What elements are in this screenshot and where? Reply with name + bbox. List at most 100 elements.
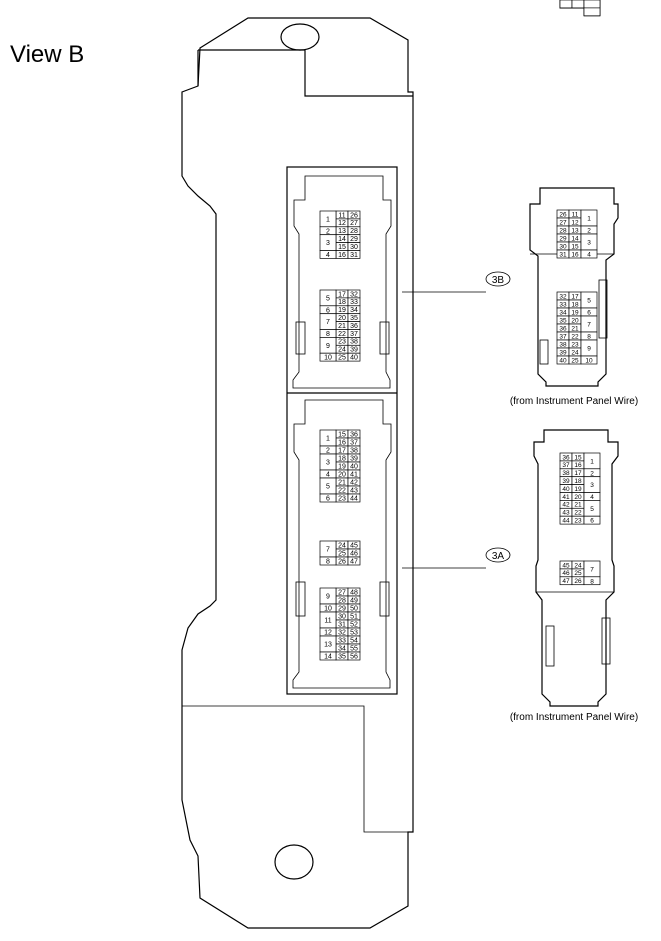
pin-number: 4 xyxy=(587,252,591,259)
pin-number: 5 xyxy=(326,484,330,491)
pin-number: 7 xyxy=(590,566,594,573)
pin-number: 45 xyxy=(562,562,570,569)
pin-cell xyxy=(319,556,337,566)
pin-number: 31 xyxy=(350,252,358,259)
pin-number: 18 xyxy=(574,478,582,485)
pin-number: 28 xyxy=(559,227,567,234)
pin-number: 7 xyxy=(326,319,330,326)
pin-number: 36 xyxy=(562,454,570,461)
pin-number: 22 xyxy=(574,510,582,517)
connector-3b-latch-left xyxy=(295,321,306,355)
pin-number: 1 xyxy=(326,436,330,443)
connector-3b-latch-right xyxy=(379,321,390,355)
pin-number: 5 xyxy=(590,506,594,513)
pin-number: 19 xyxy=(338,307,346,314)
connector-3a-side-latch xyxy=(545,625,555,667)
pin-number: 7 xyxy=(326,547,330,554)
pin-number: 22 xyxy=(338,487,346,494)
pin-number: 32 xyxy=(338,629,346,636)
pin-cell xyxy=(347,556,361,566)
connector-3a-housing xyxy=(292,399,392,689)
pin-number: 8 xyxy=(590,578,594,585)
pin-number: 15 xyxy=(338,244,346,251)
pin-number: 16 xyxy=(338,252,346,259)
pin-number: 13 xyxy=(338,228,346,235)
pin-number: 20 xyxy=(574,494,582,501)
bottom-mounting-hole xyxy=(274,844,314,880)
pin-cell xyxy=(583,515,601,525)
pin-number: 24 xyxy=(574,562,582,569)
pin-cell xyxy=(319,493,337,503)
pin-number: 15 xyxy=(574,454,582,461)
pin-cell xyxy=(347,352,361,362)
pin-number: 40 xyxy=(350,355,358,362)
source-note-3a: (from Instrument Panel Wire) xyxy=(510,712,638,723)
pin-number: 38 xyxy=(559,341,567,348)
pin-number: 4 xyxy=(326,252,330,259)
pin-number: 19 xyxy=(574,486,582,493)
callout-3a-badge xyxy=(485,547,511,563)
pin-number: 22 xyxy=(571,333,579,340)
pin-number: 30 xyxy=(559,243,567,250)
pin-number: 36 xyxy=(350,323,358,330)
pin-number: 23 xyxy=(571,341,579,348)
pin-number: 3 xyxy=(587,240,591,247)
pin-number: 16 xyxy=(338,439,346,446)
pin-number: 7 xyxy=(587,322,591,329)
pin-number: 34 xyxy=(350,307,358,314)
pin-number: 34 xyxy=(338,645,346,652)
pin-number: 29 xyxy=(559,235,567,242)
pin-number: 16 xyxy=(574,462,582,469)
pin-number: 14 xyxy=(588,0,596,2)
pin-number: 38 xyxy=(350,339,358,346)
housing-bottom-panel xyxy=(182,705,408,833)
pin-number: 21 xyxy=(338,323,346,330)
pin-number: 10 xyxy=(324,606,332,613)
pin-number: 26 xyxy=(338,558,346,565)
pin-number: 3 xyxy=(590,482,594,489)
pin-number: 22 xyxy=(338,331,346,338)
pin-number: 34 xyxy=(559,309,567,316)
pin-number: 26 xyxy=(559,211,567,218)
pin-number: 3 xyxy=(326,240,330,247)
pin-number: 17 xyxy=(338,447,346,454)
pin-number: 33 xyxy=(350,299,358,306)
pin-number: 6 xyxy=(587,310,591,317)
pin-number: 48 xyxy=(350,589,358,596)
pin-number: 31 xyxy=(338,621,346,628)
pin-number: 17 xyxy=(571,293,579,300)
pin-number: 10 xyxy=(324,355,332,362)
pin-number: 5 xyxy=(326,295,330,302)
pin-number: 3 xyxy=(326,460,330,467)
pin-number: 8 xyxy=(326,559,330,566)
pin-number: 36 xyxy=(350,431,358,438)
pin-cell xyxy=(583,0,601,9)
pin-number: 11 xyxy=(338,212,345,219)
pin-number: 37 xyxy=(350,439,358,446)
pin-cell xyxy=(319,352,337,362)
pin-number: 15 xyxy=(571,243,579,250)
pin-number: 25 xyxy=(571,357,579,364)
pin-number: 40 xyxy=(562,486,570,493)
pin-number: 37 xyxy=(350,331,358,338)
pin-cell xyxy=(347,250,361,259)
pin-number: 29 xyxy=(338,605,346,612)
pin-cell xyxy=(580,355,598,365)
connector-panel-outline xyxy=(286,166,398,695)
pin-number: 9 xyxy=(587,346,591,353)
pin-number: 17 xyxy=(338,291,346,298)
pin-number: 52 xyxy=(350,621,358,628)
pin-number: 33 xyxy=(559,301,567,308)
pin-number: 1 xyxy=(590,458,594,465)
pin-number: 46 xyxy=(350,550,358,557)
pin-number: 55 xyxy=(350,645,358,652)
pin-number: 8 xyxy=(587,334,591,341)
pin-number: 2 xyxy=(590,470,594,477)
pin-number: 26 xyxy=(350,212,358,219)
connector-3b-side-lock xyxy=(598,279,608,339)
pin-number: 36 xyxy=(559,325,567,332)
